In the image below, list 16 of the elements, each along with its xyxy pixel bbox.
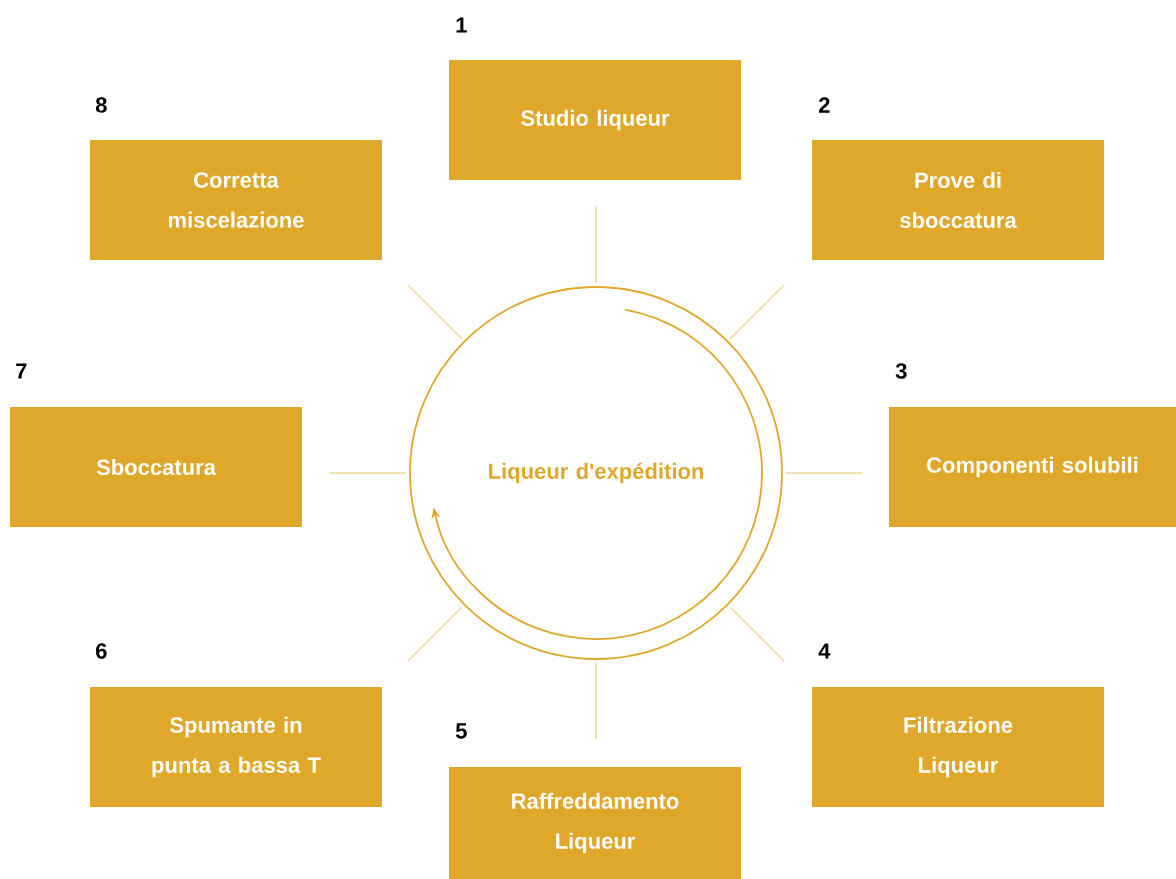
- step-box: Componenti solubili: [889, 407, 1176, 527]
- step-number: 3: [895, 363, 907, 379]
- step-box: Raffreddamento Liqueur: [449, 767, 741, 879]
- step-number: 7: [16, 363, 27, 379]
- step-number: 6: [96, 643, 107, 659]
- step-box: Filtrazione Liqueur: [812, 687, 1104, 807]
- step-number: 4: [818, 643, 831, 659]
- step-box: Studio liqueur: [449, 60, 741, 180]
- step-box: Sboccatura: [10, 407, 302, 527]
- step-box: Prove di sboccatura: [812, 140, 1104, 260]
- step-number: 5: [455, 723, 467, 739]
- step-box: Corretta miscelazione: [90, 140, 382, 260]
- step-box: Spumante in punta a bassa T: [90, 687, 382, 807]
- step-number: 2: [819, 97, 830, 113]
- step-number: 8: [95, 97, 107, 113]
- step-number: 1: [456, 17, 467, 33]
